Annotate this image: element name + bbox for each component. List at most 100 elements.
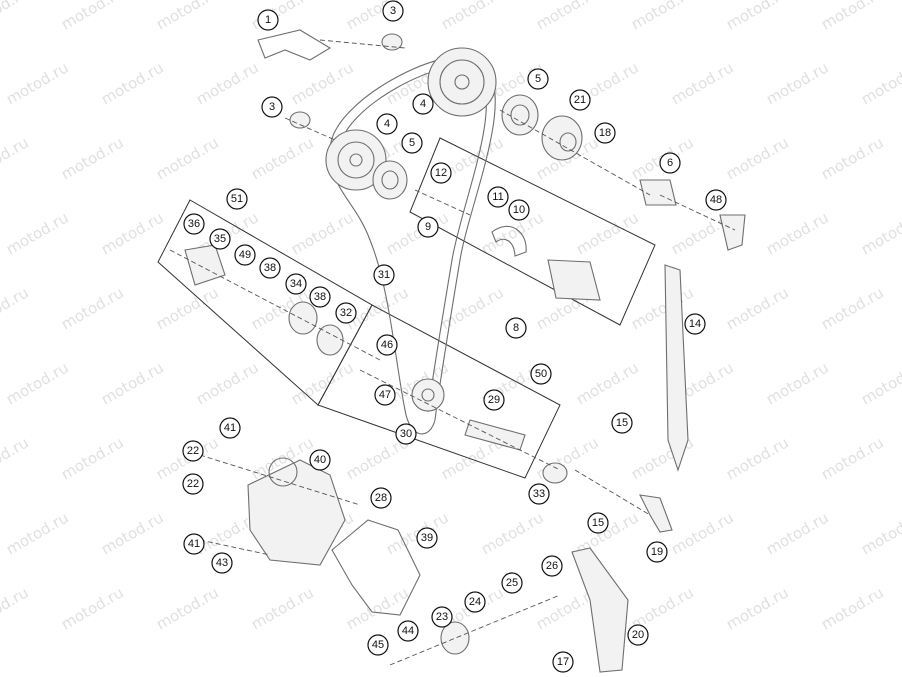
callout-17: 17 (552, 651, 574, 673)
watermark-text: motod.ru (383, 508, 452, 558)
callout-20: 20 (627, 624, 649, 646)
callout-number: 4 (420, 98, 426, 110)
watermark-text: motod.ru (248, 583, 317, 633)
watermark-text: motod.ru (438, 283, 507, 333)
callout-11: 11 (487, 186, 509, 208)
callout-number: 10 (513, 204, 525, 216)
callout-number: 15 (616, 417, 628, 429)
callout-circle (646, 541, 668, 563)
callout-circle (431, 606, 453, 628)
part-21-rotor (541, 115, 583, 161)
part-1-clip (257, 29, 332, 61)
callout-circle (374, 384, 396, 406)
callout-number: 51 (231, 193, 243, 205)
watermark-text: motod.ru (533, 0, 602, 33)
callout-number: 39 (421, 532, 433, 544)
callout-number: 29 (488, 394, 500, 406)
callout-number: 45 (372, 639, 384, 651)
callout-number: 22 (187, 445, 199, 457)
callout-number: 3 (269, 101, 275, 113)
callout-49: 49 (234, 244, 256, 266)
callout-44: 44 (397, 620, 419, 642)
callout-33: 33 (528, 483, 550, 505)
callout-circle (367, 634, 389, 656)
callout-number: 21 (574, 94, 586, 106)
part-35-gear (184, 244, 226, 286)
callout-47: 47 (374, 384, 396, 406)
watermark-text: motod.ru (573, 358, 642, 408)
callout-circle (376, 113, 398, 135)
callout-35: 35 (209, 228, 231, 250)
callout-circle (183, 213, 205, 235)
callout-circle (370, 487, 392, 509)
watermark-text: motod.ru (58, 133, 127, 183)
watermark-text: motod.ru (818, 0, 887, 33)
watermark-text: motod.ru (288, 358, 357, 408)
watermark-text: motod.ru (478, 508, 547, 558)
callout-circle (401, 132, 423, 154)
watermark-text: motod.ru (628, 0, 697, 33)
pump-impeller-23 (440, 621, 470, 655)
callout-circle (182, 440, 204, 462)
callout-45: 45 (367, 634, 389, 656)
callout-22: 22 (182, 473, 204, 495)
callout-number: 5 (535, 73, 541, 85)
callout-number: 43 (216, 557, 228, 569)
callout-circle (508, 199, 530, 221)
callout-number: 35 (214, 233, 226, 245)
callout-circle (627, 624, 649, 646)
part-33-bearing (542, 462, 568, 484)
callout-39: 39 (416, 527, 438, 549)
callout-circle (552, 651, 574, 673)
part-10-shoe (491, 225, 527, 257)
watermark-text: motod.ru (58, 433, 127, 483)
callout-circle (659, 152, 681, 174)
part-8-assembly (547, 259, 601, 301)
group-box-8 (409, 137, 656, 326)
callout-48: 48 (705, 189, 727, 211)
callout-circle (219, 417, 241, 439)
callout-number: 28 (375, 492, 387, 504)
callout-circle (541, 555, 563, 577)
callout-circle (464, 591, 486, 613)
watermark-text: motod.ru (0, 283, 32, 333)
watermark-text: motod.ru (723, 0, 792, 33)
callout-23: 23 (431, 606, 453, 628)
bearing-34 (288, 301, 318, 335)
watermark-text: motod.ru (153, 583, 222, 633)
watermark-text: motod.ru (58, 583, 127, 633)
callout-24: 24 (464, 591, 486, 613)
callout-number: 23 (436, 611, 448, 623)
watermark-text: motod.ru (193, 58, 262, 108)
callout-32: 32 (335, 302, 357, 324)
callout-number: 24 (469, 596, 481, 608)
callout-circle (487, 186, 509, 208)
callout-circle (587, 512, 609, 534)
callout-6: 6 (659, 152, 681, 174)
callout-circle (705, 189, 727, 211)
callout-number: 41 (188, 538, 200, 550)
watermark-text: motod.ru (288, 58, 357, 108)
watermark-text: motod.ru (0, 133, 32, 183)
watermark-text: motod.ru (288, 208, 357, 258)
callout-41: 41 (219, 417, 241, 439)
callout-circle (569, 89, 591, 111)
sensor-48 (719, 214, 746, 251)
callout-number: 31 (378, 269, 390, 281)
watermark-text: motod.ru (763, 508, 832, 558)
callout-number: 46 (381, 339, 393, 351)
callout-3: 3 (382, 0, 404, 22)
callout-number: 32 (340, 307, 352, 319)
callout-3: 3 (261, 96, 283, 118)
callout-26: 26 (541, 555, 563, 577)
watermark-text: motod.ru (858, 208, 902, 258)
watermark-text: motod.ru (763, 58, 832, 108)
callout-circle (373, 264, 395, 286)
watermark-text: motod.ru (3, 358, 72, 408)
callout-14: 14 (684, 313, 706, 335)
watermark-text: motod.ru (438, 0, 507, 33)
callout-circle (397, 620, 419, 642)
callout-circle (285, 273, 307, 295)
callout-circle (505, 317, 527, 339)
